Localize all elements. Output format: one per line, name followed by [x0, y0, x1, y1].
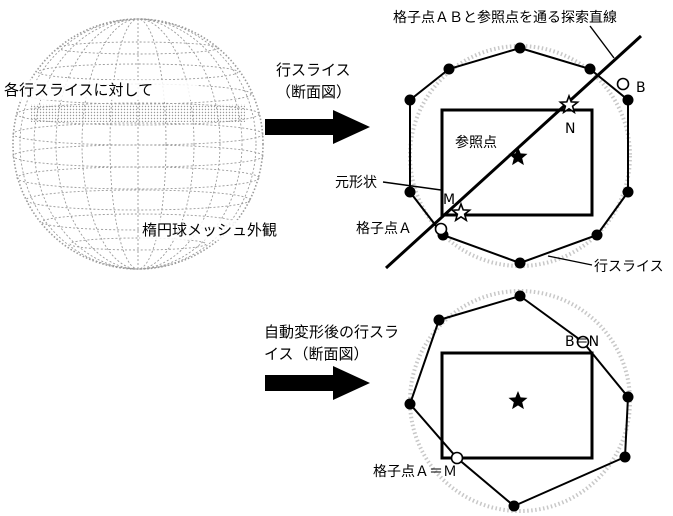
label-n: N — [565, 121, 575, 137]
grid-point-a — [434, 222, 448, 236]
sphere-latitude-lines — [12, 41, 264, 251]
arrow2-label-line1: 自動変形後の行スラ — [264, 323, 399, 341]
grid-point-a-label: 格子点Ａ — [356, 221, 412, 237]
right-arrow-icon — [265, 366, 370, 400]
right-arrow-icon — [265, 110, 370, 144]
original-shape-rectangle — [440, 108, 594, 217]
a-equals-m-label: 格子点Ａ＝Ｍ — [373, 464, 457, 480]
reference-point-star-icon — [508, 147, 528, 166]
label-b: B — [636, 80, 646, 96]
grid-point-b-equals-n — [576, 335, 590, 349]
b-equals-n-label: B＝N — [565, 334, 599, 350]
sphere-longitude-lines — [19, 18, 257, 270]
search-line-title: 格子点ＡＢと参照点を通る探索直線 — [393, 9, 617, 26]
arrow-to-deformed-slice: 自動変形後の行スラ イス（断面図） — [264, 323, 399, 400]
arrow1-label-line1: 行スライス — [276, 61, 351, 79]
ellipsoid-mesh-sphere: 各行スライスに対して 楕円球メッシュ外観 — [2, 18, 284, 270]
grid-point-a-equals-m — [450, 451, 464, 465]
search-line-leader — [589, 25, 615, 59]
original-shape-label: 元形状 — [335, 175, 377, 191]
row-slice-label: 行スライス — [594, 259, 664, 275]
sphere-top-label: 各行スライスに対して — [4, 81, 153, 99]
open-star-icon-n — [558, 93, 580, 115]
label-m: M — [443, 192, 455, 208]
grid-point-b — [616, 77, 630, 91]
deformed-grid-vertices — [404, 290, 634, 512]
arrow-to-row-slice: 行スライス （断面図） — [265, 61, 370, 144]
arrow2-label-line2: イス（断面図） — [264, 345, 369, 363]
sphere-bottom-label: 楕円球メッシュ外観 — [142, 221, 277, 239]
arrow1-label-line2: （断面図） — [276, 83, 351, 101]
open-star-icon-m — [450, 201, 472, 223]
row-slice-cross-section: 格子点ＡＢと参照点を通る探索直線 B N 参照点 元形状 M 格子点Ａ 行スライ… — [335, 9, 664, 275]
reference-point-star-icon — [508, 391, 528, 410]
deformed-row-slice-cross-section: B＝N 格子点Ａ＝Ｍ — [373, 289, 634, 513]
deformed-shape-rectangle — [440, 351, 594, 460]
search-line — [384, 34, 643, 270]
original-shape-leader — [382, 181, 442, 191]
reference-point-label: 参照点 — [455, 134, 497, 151]
row-slice-leader — [547, 255, 593, 266]
